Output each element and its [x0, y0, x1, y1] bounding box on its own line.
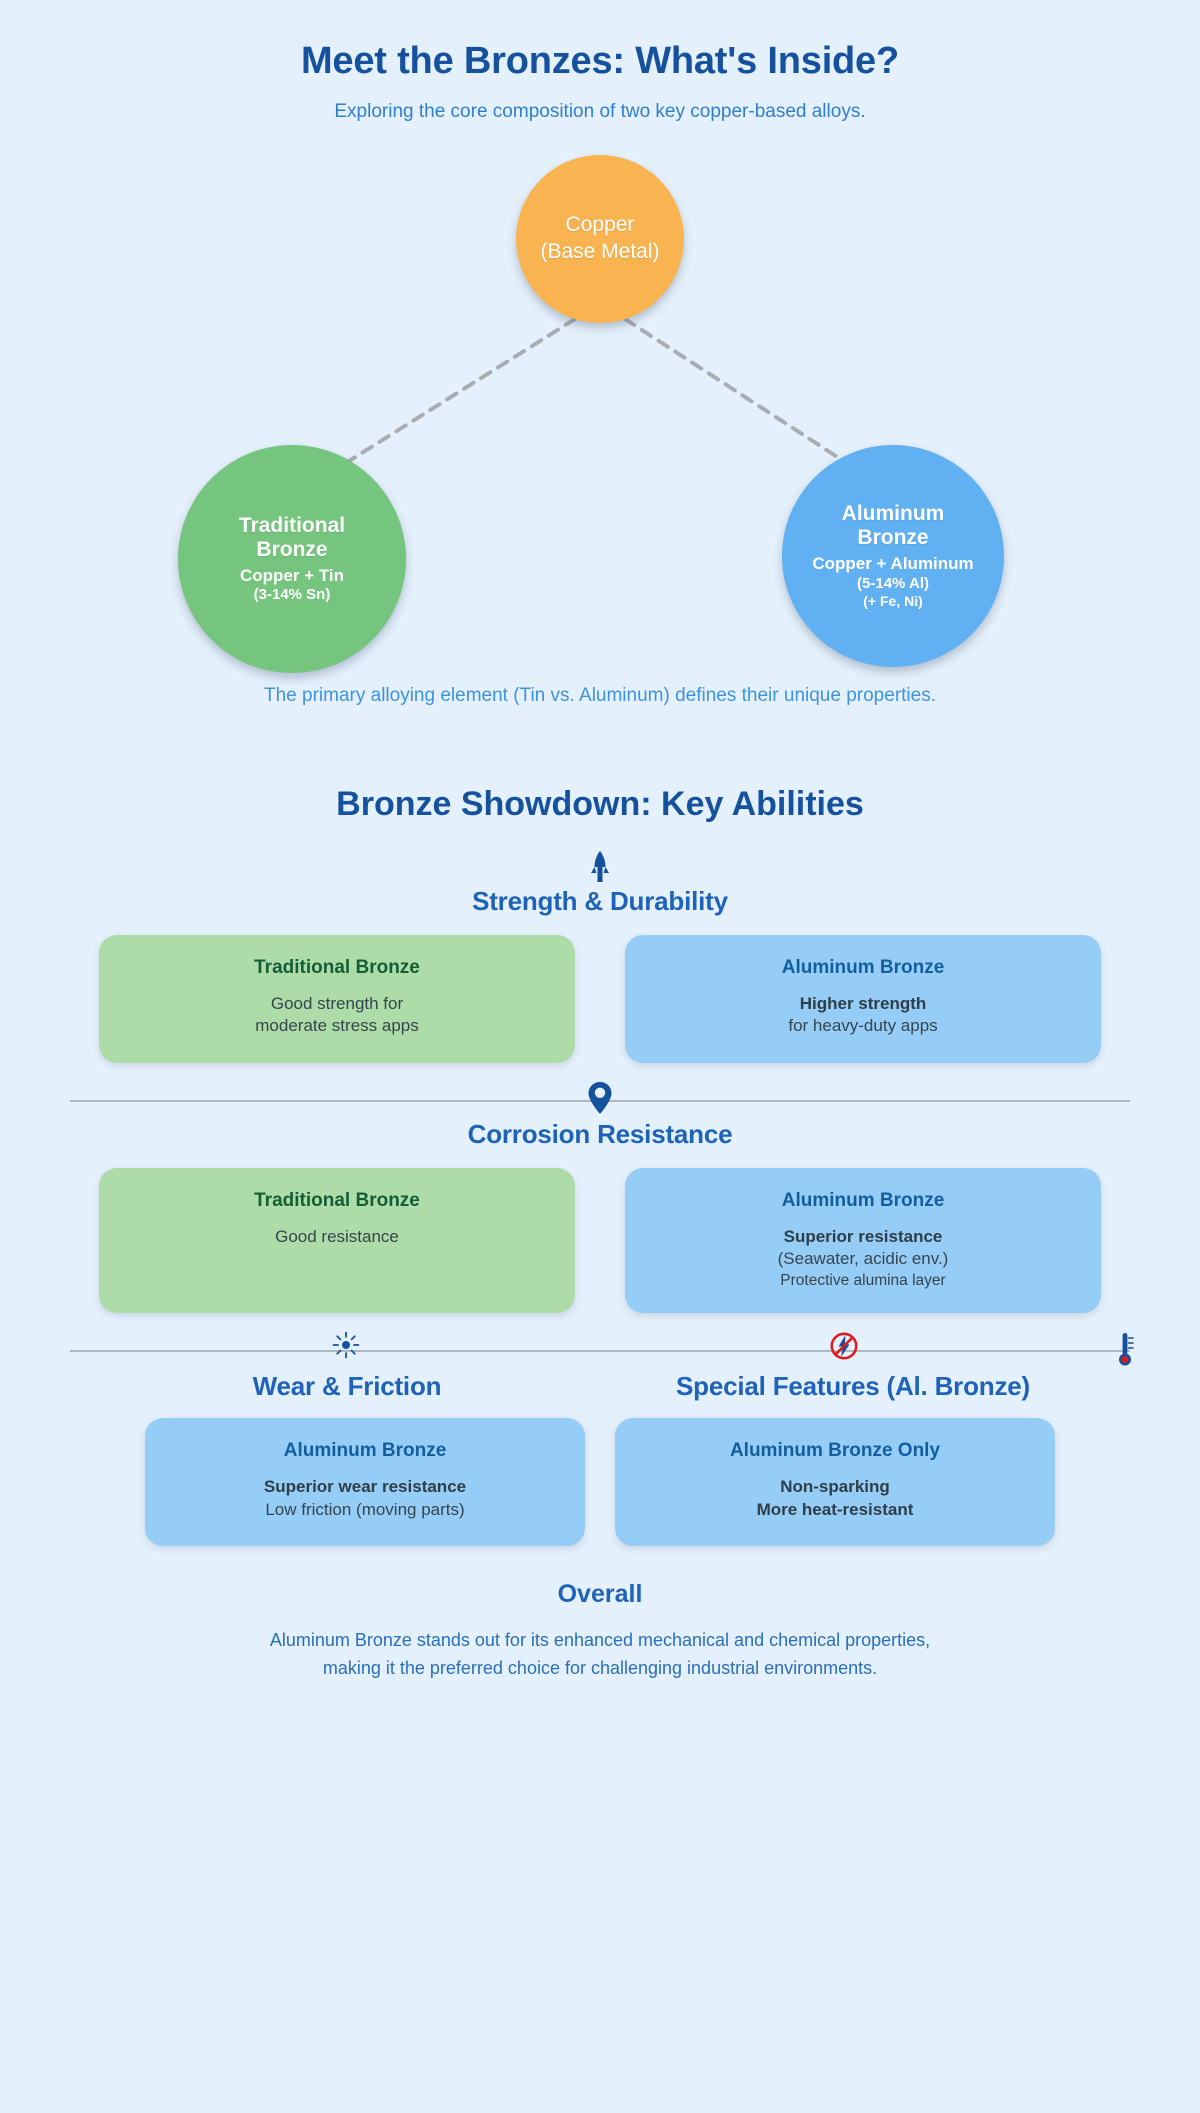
divider-line: [70, 1350, 1130, 1353]
card-traditional-corrosion: Traditional Bronze Good resistance: [99, 1168, 575, 1314]
map-pin-icon: [583, 1081, 617, 1120]
card-line: moderate stress apps: [255, 1016, 419, 1036]
category-header-strength: Strength & Durability: [0, 850, 1200, 917]
category-label-strength: Strength & Durability: [472, 886, 728, 916]
node-traditional-sub: Copper + Tin: [239, 565, 345, 585]
card-title: Aluminum Bronze: [781, 1190, 945, 1211]
page-subtitle: Exploring the core composition of two ke…: [334, 101, 866, 122]
card-title: Traditional Bronze: [254, 957, 420, 978]
card-line: (Seawater, acidic env.): [777, 1249, 949, 1269]
category-header-special: Special Features (Al. Bronze): [615, 1371, 1091, 1402]
overall-title: Overall: [557, 1580, 643, 1609]
rocket-icon: [0, 850, 1200, 884]
node-aluminum-sub: Copper + Aluminum: [812, 554, 974, 574]
card-line: Superior resistance: [783, 1227, 943, 1246]
card-title: Aluminum Bronze: [283, 1440, 447, 1462]
thermometer-icon: [1108, 1331, 1142, 1372]
overall-line-1: Aluminum Bronze stands out for its enhan…: [269, 1630, 931, 1651]
cards-row-corrosion: Traditional Bronze Good resistance Alumi…: [0, 1168, 1200, 1314]
card-title: Aluminum Bronze: [781, 957, 945, 978]
card-line: Protective alumina layer: [780, 1271, 946, 1289]
comparison-title: Bronze Showdown: Key Abilities: [336, 785, 864, 823]
divider-corrosion: [70, 1082, 1130, 1114]
diagram-connectors: [328, 317, 864, 475]
category-label-wear: Wear & Friction: [252, 1371, 442, 1402]
node-aluminum-sub2: (5-14% Al): [857, 574, 929, 592]
bottom-spacer: [0, 1683, 1200, 1763]
no-spark-icon: [827, 1331, 861, 1366]
card-title: Traditional Bronze: [254, 1190, 420, 1211]
card-aluminum-strength: Aluminum Bronze Higher strength for heav…: [625, 935, 1101, 1063]
divider-features: [70, 1331, 1134, 1366]
card-aluminum-special: Aluminum Bronze Only Non-sparking More h…: [615, 1418, 1055, 1547]
card-line: Higher strength: [799, 994, 927, 1013]
node-traditional-bronze: Traditional Bronze Copper + Tin (3-14% S…: [178, 445, 406, 673]
category-label-corrosion: Corrosion Resistance: [467, 1119, 733, 1149]
bottom-column-labels: Wear & Friction Special Features (Al. Br…: [0, 1371, 1200, 1402]
card-line: Superior wear resistance: [263, 1477, 467, 1497]
node-copper-line2: (Base Metal): [540, 240, 660, 263]
sun-sparkle-icon: [329, 1331, 363, 1364]
composition-diagram: Copper (Base Metal) Traditional Bronze C…: [0, 123, 1200, 683]
node-traditional-title2: Bronze: [256, 537, 328, 561]
node-copper-line1: Copper: [565, 213, 635, 237]
card-aluminum-wear: Aluminum Bronze Superior wear resistance…: [145, 1418, 585, 1547]
category-header-wear: Wear & Friction: [109, 1371, 585, 1402]
card-line: Non-sparking: [780, 1477, 890, 1497]
card-title: Aluminum Bronze Only: [729, 1440, 941, 1462]
category-header-corrosion: Corrosion Resistance: [0, 1119, 1200, 1150]
diagram-caption: The primary alloying element (Tin vs. Al…: [264, 685, 936, 706]
card-line: for heavy-duty apps: [788, 1016, 938, 1036]
card-aluminum-corrosion: Aluminum Bronze Superior resistance (Sea…: [625, 1168, 1101, 1314]
cards-row-bottom: Aluminum Bronze Superior wear resistance…: [0, 1418, 1200, 1547]
cards-row-strength: Traditional Bronze Good strength for mod…: [0, 935, 1200, 1063]
node-copper: Copper (Base Metal): [516, 155, 684, 323]
card-line: More heat-resistant: [756, 1499, 914, 1519]
node-aluminum-title2: Bronze: [857, 526, 929, 550]
node-aluminum-bronze: Aluminum Bronze Copper + Aluminum (5-14%…: [782, 445, 1004, 667]
page-title: Meet the Bronzes: What's Inside?: [300, 40, 900, 82]
node-traditional-sub2: (3-14% Sn): [253, 586, 331, 604]
card-line: Low friction (moving parts): [265, 1499, 465, 1519]
card-line: Good resistance: [275, 1227, 399, 1246]
node-traditional-title: Traditional: [238, 513, 346, 537]
overall-body: Aluminum Bronze stands out for its enhan…: [220, 1627, 980, 1683]
comparison-section: Bronze Showdown: Key Abilities Strength …: [0, 707, 1200, 1763]
overall-line-2: making it the preferred choice for chall…: [322, 1658, 878, 1679]
node-aluminum-sub3: (+ Fe, Ni): [863, 592, 923, 609]
category-label-special: Special Features (Al. Bronze): [676, 1371, 1030, 1402]
card-traditional-strength: Traditional Bronze Good strength for mod…: [99, 935, 575, 1063]
card-line: Good strength for: [270, 994, 404, 1013]
node-aluminum-title: Aluminum: [841, 502, 945, 526]
